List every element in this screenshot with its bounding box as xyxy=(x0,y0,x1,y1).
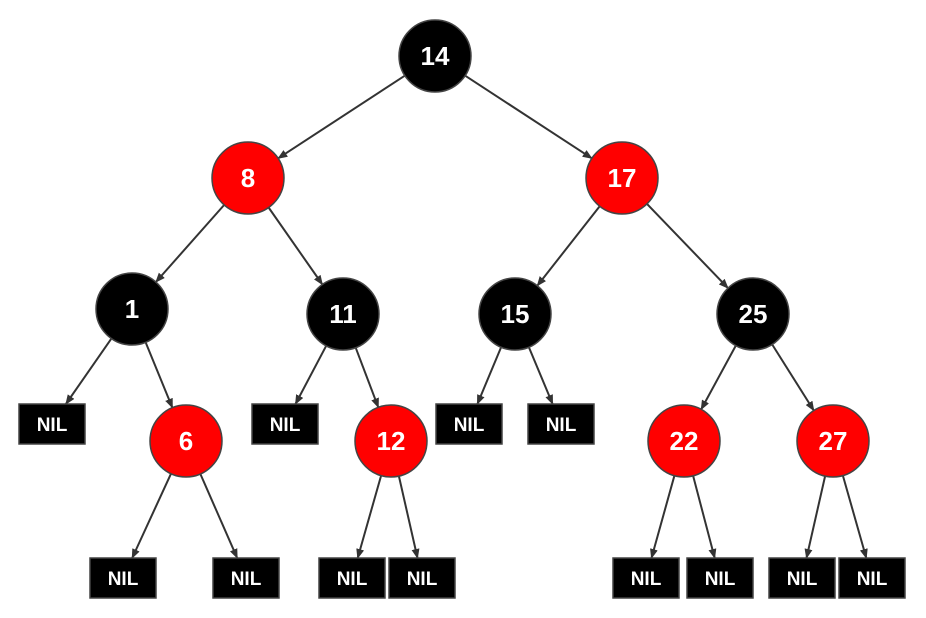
node-22: 22 xyxy=(647,404,721,478)
nil-label: NIL xyxy=(407,569,438,590)
edge-n22-nil9 xyxy=(650,475,676,559)
edge-n1-nil1 xyxy=(65,338,113,405)
nil-leaf: NIL xyxy=(18,403,86,445)
nil-leaf: NIL xyxy=(251,403,319,445)
nil-label: NIL xyxy=(857,569,888,590)
nil-leaf: NIL xyxy=(318,557,386,599)
node-6: 6 xyxy=(149,404,223,478)
node-11: 11 xyxy=(306,277,380,351)
node-14: 14 xyxy=(398,19,472,93)
node-25: 25 xyxy=(716,277,790,351)
nil-box xyxy=(318,557,386,599)
red-node-circle xyxy=(149,404,223,478)
nil-box xyxy=(212,557,280,599)
red-node-circle xyxy=(354,404,428,478)
node-1: 1 xyxy=(95,272,169,346)
edge-n6-nil2 xyxy=(131,473,172,559)
nil-box xyxy=(838,557,906,599)
nil-box xyxy=(18,403,86,445)
black-node-circle xyxy=(478,277,552,351)
node-12: 12 xyxy=(354,404,428,478)
edge-n15-nil7 xyxy=(476,346,503,405)
node-label: 1 xyxy=(125,294,139,324)
nil-leaf: NIL xyxy=(388,557,456,599)
edge-n14-n17 xyxy=(464,74,593,160)
black-node-circle xyxy=(306,277,380,351)
nil-box xyxy=(527,403,595,445)
edge-n8-n11 xyxy=(267,206,324,286)
nil-box xyxy=(388,557,456,599)
node-label: 6 xyxy=(179,426,193,456)
edge-n22-nil10 xyxy=(692,475,717,559)
nil-box xyxy=(435,403,503,445)
nil-leaf: NIL xyxy=(527,403,595,445)
node-15: 15 xyxy=(478,277,552,351)
edge-n25-n22 xyxy=(700,345,737,411)
edge-n25-n27 xyxy=(771,343,815,412)
edges-layer xyxy=(65,74,868,559)
nil-label: NIL xyxy=(787,569,818,590)
red-node-circle xyxy=(796,404,870,478)
black-node-circle xyxy=(398,19,472,93)
nil-label: NIL xyxy=(546,415,577,436)
node-label: 27 xyxy=(819,426,848,456)
node-17: 17 xyxy=(585,141,659,215)
nil-leaf: NIL xyxy=(686,557,754,599)
nil-label: NIL xyxy=(270,415,301,436)
edge-n6-nil3 xyxy=(199,473,239,559)
edge-n17-n15 xyxy=(536,205,601,287)
nil-leaf: NIL xyxy=(89,557,157,599)
edge-n11-nil4 xyxy=(294,345,328,405)
nil-leaf: NIL xyxy=(212,557,280,599)
nil-label: NIL xyxy=(108,569,139,590)
edge-n17-n25 xyxy=(646,203,729,289)
node-label: 22 xyxy=(670,426,699,456)
nil-label: NIL xyxy=(631,569,662,590)
edge-n11-n12 xyxy=(354,347,380,409)
edge-n12-nil5 xyxy=(356,475,383,559)
edge-n15-nil8 xyxy=(527,346,554,405)
red-node-circle xyxy=(585,141,659,215)
node-label: 8 xyxy=(241,163,255,193)
node-label: 12 xyxy=(377,426,406,456)
nil-label: NIL xyxy=(37,415,68,436)
edge-n27-nil12 xyxy=(841,475,868,559)
edge-n14-n8 xyxy=(277,74,406,160)
nil-leaf: NIL xyxy=(612,557,680,599)
node-label: 11 xyxy=(329,299,357,329)
nil-box xyxy=(251,403,319,445)
nil-label: NIL xyxy=(231,569,262,590)
nil-leaf: NIL xyxy=(838,557,906,599)
nil-box xyxy=(686,557,754,599)
black-node-circle xyxy=(716,277,790,351)
node-label: 17 xyxy=(608,163,637,193)
nil-label: NIL xyxy=(454,415,485,436)
nil-box xyxy=(612,557,680,599)
node-27: 27 xyxy=(796,404,870,478)
nil-leaf: NIL xyxy=(768,557,836,599)
nil-box xyxy=(768,557,836,599)
node-label: 25 xyxy=(739,299,768,329)
nil-label: NIL xyxy=(337,569,368,590)
nil-leaf: NIL xyxy=(435,403,503,445)
node-8: 8 xyxy=(211,141,285,215)
node-label: 15 xyxy=(501,299,530,329)
edge-n12-nil6 xyxy=(397,475,420,559)
node-label: 14 xyxy=(421,41,450,71)
nil-box xyxy=(89,557,157,599)
nil-label: NIL xyxy=(705,569,736,590)
red-node-circle xyxy=(211,141,285,215)
black-node-circle xyxy=(95,272,169,346)
edge-n27-nil11 xyxy=(804,475,827,559)
edge-n1-n6 xyxy=(144,341,174,409)
red-node-circle xyxy=(647,404,721,478)
edge-n8-n1 xyxy=(155,204,225,283)
